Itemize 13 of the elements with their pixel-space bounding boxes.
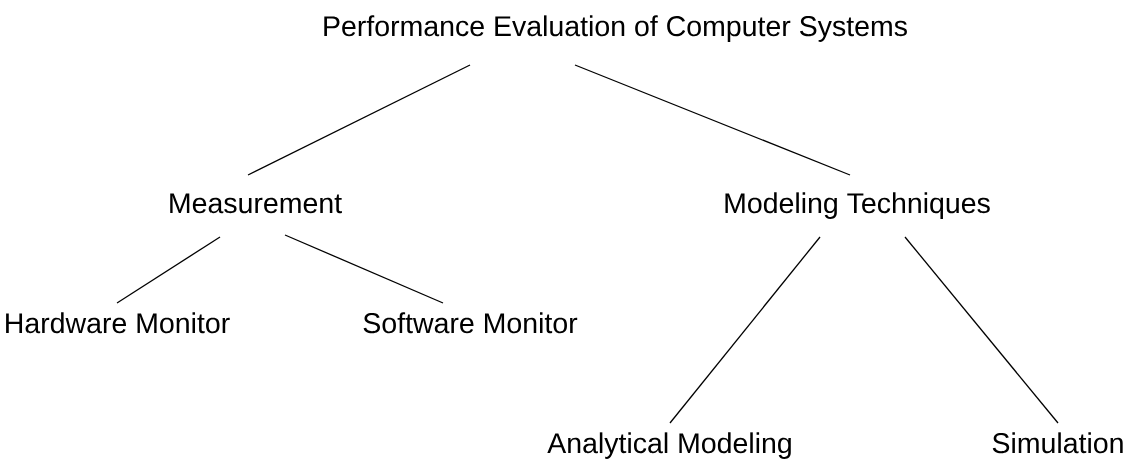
node-label: Measurement — [170, 193, 342, 214]
connector-line — [247, 64, 471, 176]
node-label: Hardware Monitor — [6, 312, 230, 334]
node-label: Simulation — [992, 432, 1123, 454]
connector-line — [116, 236, 221, 304]
connector-line — [284, 234, 444, 304]
node-label: Modeling Techniques — [725, 192, 990, 219]
node-label: Analytical Modeling — [547, 432, 791, 459]
title-text: Performance Evaluation of Computer Systems — [324, 15, 907, 42]
connector-line — [904, 236, 1059, 424]
node-label: Software Monitor — [363, 312, 578, 334]
connector-line — [574, 64, 851, 176]
connector-line — [669, 236, 821, 424]
